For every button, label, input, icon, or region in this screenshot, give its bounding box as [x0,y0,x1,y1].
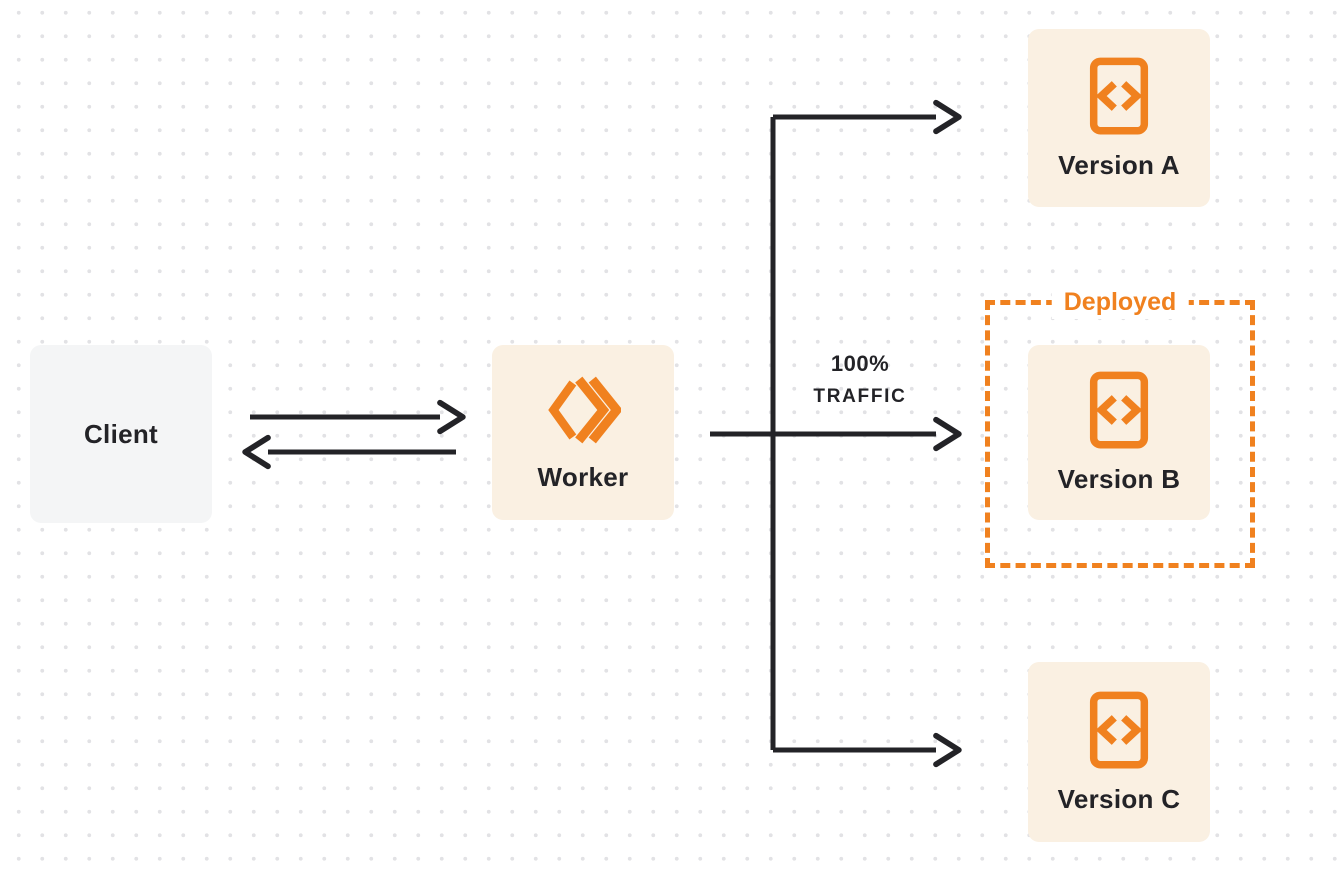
version-c-node: Version C [1028,662,1210,842]
traffic-annotation: 100% TRAFFIC [776,351,944,408]
version-c-node-label: Version C [1057,783,1181,814]
workers-double-chevron-icon [548,376,621,444]
code-file-icon [1089,57,1149,134]
version-a-node: Version A [1028,29,1210,207]
client-node-label: Client [83,418,159,449]
version-a-node-label: Version A [1058,149,1180,180]
worker-node-label: Worker [537,462,629,492]
traffic-percentage: 100% [830,351,890,376]
code-file-icon [1089,371,1149,449]
deployed-group-box: Deployed [985,286,1255,568]
traffic-word: TRAFFIC [813,386,907,407]
code-file-icon [1089,691,1149,768]
version-b-node: Version B [1028,345,1210,520]
client-node: Client [30,345,212,523]
version-b-node-label: Version B [1057,464,1181,494]
deployed-group-label: Deployed [1051,286,1189,319]
worker-node: Worker [492,345,674,520]
